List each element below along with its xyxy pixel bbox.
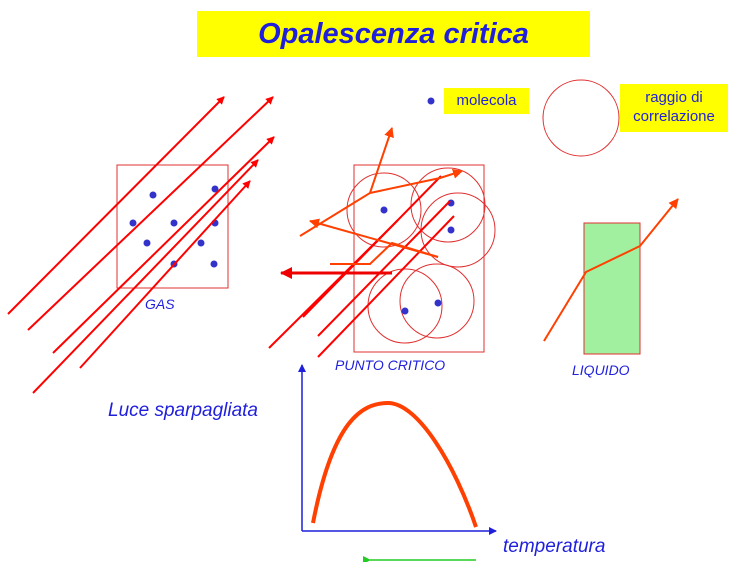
molecule-dot [170,219,178,227]
gas-molecules [129,185,219,268]
gas-rays [7,96,275,394]
critical-incoming-rays [268,175,455,358]
liquid-box [583,222,641,355]
scattered-ray [330,241,439,265]
light-ray-arrow [7,96,225,315]
correlation-circles [346,167,496,344]
liquid-ray-arrow [543,198,679,342]
critical-box [353,164,485,353]
scattered-ray-arrow [369,168,463,194]
molecule-dot [211,185,219,193]
correlation-circle [399,263,475,339]
correlation-radius-label: raggio di correlazione [620,84,728,132]
graph-x-label: temperatura [503,536,606,557]
light-ray [317,200,451,337]
correlation-circle [367,268,443,344]
light-ray [302,175,442,318]
light-ray [317,215,455,358]
scattered-light-graph [298,364,497,562]
critical-point-panel [268,127,496,358]
molecule-dot [149,191,157,199]
liquid-panel [543,198,679,355]
molecule-legend-label: molecola [444,88,529,114]
molecule-dot [447,226,455,234]
gas-label: GAS [145,296,175,312]
molecule-dot [197,239,205,247]
molecule-legend-dot [427,97,435,105]
correlation-circle [346,172,422,248]
light-ray-arrow [32,159,259,394]
molecule-dot [143,239,151,247]
title-banner: Opalescenza critica [197,11,590,57]
molecule-dot [129,219,137,227]
critical-molecules [380,199,455,315]
scattering-curve [311,400,478,528]
page-title: Opalescenza critica [258,18,529,50]
graph-y-label: Luce sparpagliata [108,400,258,421]
correlation-legend-circle [542,79,620,157]
liquid-label: LIQUIDO [572,362,630,378]
correlation-label-line1: raggio di [645,89,703,106]
gas-box [116,164,229,289]
gas-panel [7,96,275,394]
light-ray-arrow [79,180,251,369]
light-ray-arrow [52,136,275,354]
correlation-label-line2: correlazione [633,108,715,125]
molecule-dot [401,307,409,315]
light-ray-arrow [27,96,274,331]
scattered-rays [299,127,463,265]
molecule-dot [434,299,442,307]
molecule-dot [210,260,218,268]
molecule-dot [380,206,388,214]
critical-point-label: PUNTO CRITICO [335,357,446,373]
scattered-ray-arrow [299,127,394,237]
